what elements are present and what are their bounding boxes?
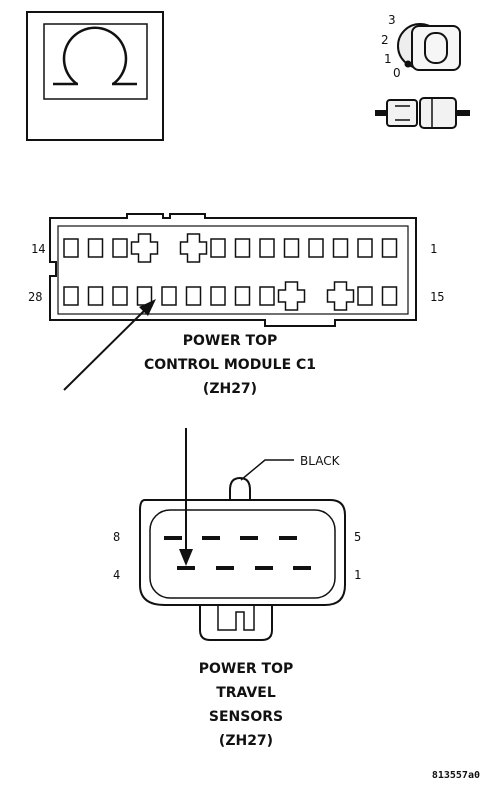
- sensor-pin-label-8: 8: [113, 530, 120, 544]
- module-pin-cavity: [308, 238, 324, 258]
- ignition-position-2: 2: [381, 33, 389, 47]
- sensor-connector: [139, 476, 346, 641]
- module-pin-label-28: 28: [28, 290, 42, 304]
- module-title-line3: (ZH27): [203, 381, 257, 397]
- ignition-position-0: 0: [393, 66, 401, 80]
- module-pin-cavity: [112, 286, 128, 306]
- sensor-pin-label-1: 1: [354, 568, 361, 582]
- module-pin-cavity: [234, 238, 251, 258]
- ignition-switch: 3 2 1 0: [381, 13, 461, 80]
- module-pin-row-bottom: [63, 281, 398, 311]
- module-pin-cavity: [259, 238, 275, 258]
- probe-arrow-sensor: [179, 428, 193, 566]
- sensor-pin-label-5: 5: [354, 530, 361, 544]
- figure-reference: 813557a0: [432, 770, 480, 781]
- sensor-title-line4: (ZH27): [219, 733, 273, 749]
- ohm-icon: [53, 26, 137, 86]
- module-pin-cavity: [283, 238, 300, 258]
- key-icon: [397, 23, 461, 71]
- module-pin-cavity: [210, 286, 226, 306]
- module-pin-cavity: [161, 286, 177, 306]
- sensor-title-line1: POWER TOP: [199, 661, 294, 677]
- ignition-position-3: 3: [388, 13, 396, 27]
- module-pin-cavity: [87, 238, 104, 258]
- module-pin-label-14: 14: [31, 242, 45, 256]
- module-pin-cavity: [87, 286, 104, 306]
- module-pin-cavity-large: [179, 233, 208, 263]
- module-pin-label-15: 15: [430, 290, 444, 304]
- connector-color-label: BLACK: [300, 454, 341, 468]
- module-pin-cavity: [63, 238, 79, 258]
- probe-arrow-module: [63, 299, 156, 391]
- module-pin-cavity: [332, 238, 349, 258]
- sensor-title-line3: SENSORS: [209, 709, 283, 725]
- module-title-line1: POWER TOP: [183, 333, 278, 349]
- sensor-pin-label-4: 4: [113, 568, 120, 582]
- module-pin-label-1: 1: [430, 242, 437, 256]
- module-pin-cavity: [112, 238, 128, 258]
- module-pin-cavity-large: [130, 233, 159, 263]
- module-pin-cavity: [357, 238, 373, 258]
- module-pin-cavity: [63, 286, 79, 306]
- module-pin-cavity: [210, 238, 226, 258]
- module-pin-cavity-large: [277, 281, 306, 311]
- module-pin-cavity: [185, 286, 202, 306]
- disconnected-connector-icon: [375, 97, 470, 129]
- sensor-title-line2: TRAVEL: [216, 685, 276, 701]
- module-pin-cavity: [381, 238, 398, 258]
- color-label-leader: [240, 459, 294, 481]
- module-title-line2: CONTROL MODULE C1: [144, 357, 316, 373]
- ohmmeter-box: [26, 11, 164, 141]
- module-pin-cavity: [381, 286, 398, 306]
- ignition-position-1: 1: [384, 52, 392, 66]
- module-pin-cavity: [357, 286, 373, 306]
- module-pin-cavity: [259, 286, 275, 306]
- module-pin-row-top: [63, 233, 398, 263]
- module-pin-cavity-large: [326, 281, 355, 311]
- module-pin-cavity: [234, 286, 251, 306]
- module-connector: [49, 213, 417, 327]
